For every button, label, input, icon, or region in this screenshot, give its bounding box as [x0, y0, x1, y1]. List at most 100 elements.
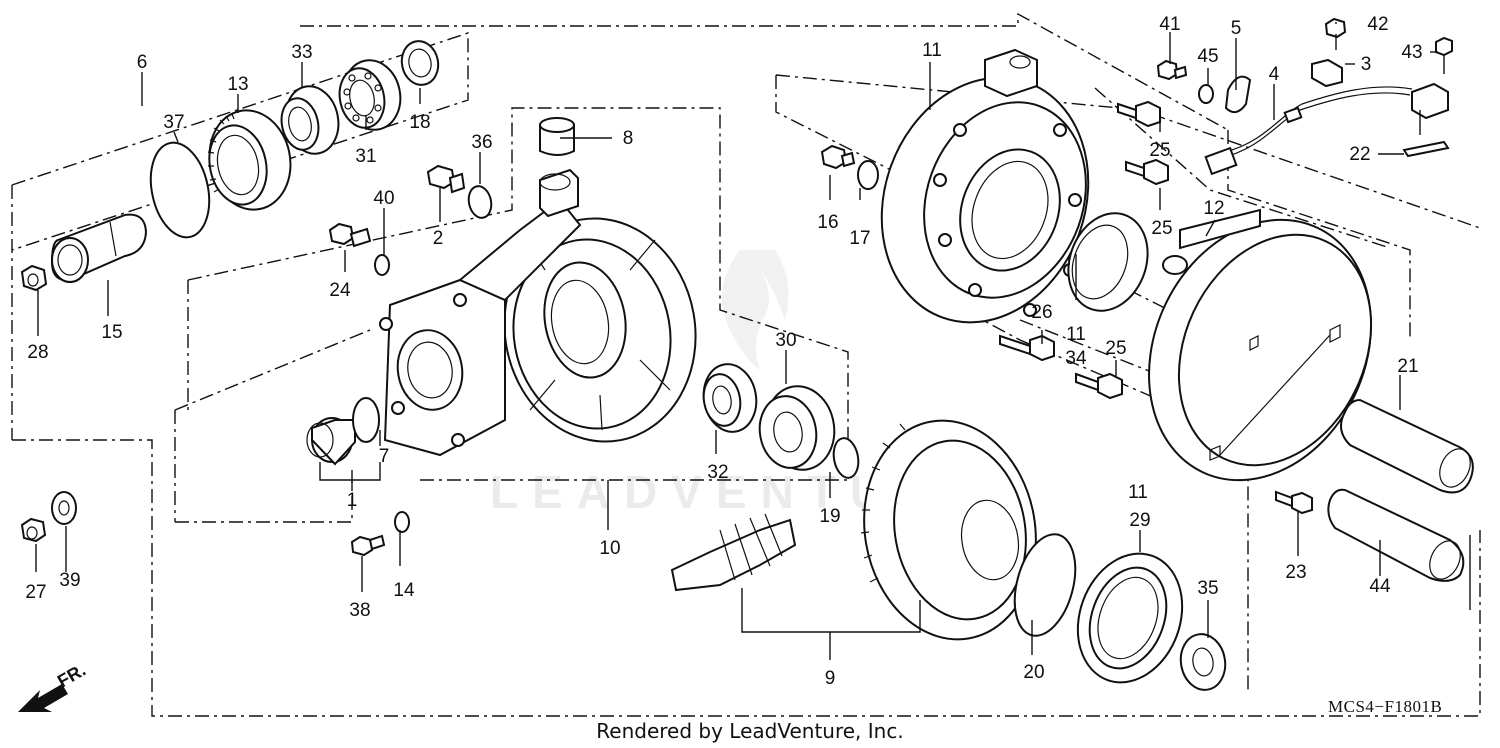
- callout-19: 19: [819, 506, 840, 527]
- callout-2: 2: [433, 228, 444, 249]
- bolt-38-icon: [350, 534, 386, 557]
- callout-21: 21: [1397, 356, 1418, 377]
- nut-28-icon: [20, 264, 48, 292]
- bolt-41-icon: [1156, 59, 1188, 81]
- cap-8-icon: [539, 117, 575, 156]
- callout-16: 16: [817, 212, 838, 233]
- callout-3: 3: [1361, 54, 1372, 75]
- callout-5: 5: [1231, 18, 1242, 39]
- final-drive-housing-10-icon: [379, 168, 697, 457]
- callout-12: 12: [1203, 198, 1224, 219]
- bolt-42-icon: [1324, 17, 1347, 50]
- callout-32: 32: [707, 462, 728, 483]
- clamp-3-icon: [1311, 58, 1343, 88]
- o-ring-37-icon: [149, 141, 211, 239]
- grip-44-icon: [1327, 488, 1465, 582]
- callout-7: 7: [379, 446, 390, 467]
- callout-39: 39: [59, 570, 80, 591]
- credit-text: Rendered by LeadVenture, Inc.: [596, 719, 903, 743]
- callout-11a: 11: [922, 40, 942, 61]
- seal-36-icon: [467, 185, 493, 219]
- callout-22: 22: [1349, 144, 1370, 165]
- bolt-2-icon: [426, 164, 466, 194]
- bearing-30-icon: [758, 385, 836, 471]
- callout-27: 27: [25, 582, 46, 603]
- callout-28: 28: [27, 342, 48, 363]
- bracket-22-icon: [1402, 140, 1450, 158]
- bolt-26-icon: [999, 334, 1055, 362]
- ring-gear-9-icon: [860, 419, 1037, 641]
- callout-38: 38: [349, 600, 370, 621]
- guard-12-icon: [1148, 208, 1373, 482]
- callout-4: 4: [1269, 64, 1280, 85]
- sensor-wire-4-icon: [1204, 86, 1413, 176]
- callout-34: 34: [1065, 348, 1087, 369]
- bearing-35-icon: [1179, 633, 1227, 691]
- bearing-32-icon: [702, 363, 758, 433]
- speed-sensor-icon: [1411, 82, 1449, 135]
- bolt-16-icon: [820, 144, 856, 170]
- callout-44: 44: [1369, 576, 1391, 597]
- needle-bearing-1-icon: [306, 417, 356, 466]
- shim-19-icon: [832, 437, 860, 479]
- washer-40-icon: [374, 254, 390, 276]
- callout-labels: 6 37 13 33 31 18 28 15 8 36 40 2 24 7 1 …: [25, 14, 1422, 689]
- callout-31: 31: [355, 146, 376, 167]
- callout-26: 26: [1031, 302, 1052, 323]
- washer-45-icon: [1198, 84, 1214, 104]
- bearing-31-icon: [338, 59, 402, 131]
- callout-30: 30: [775, 330, 796, 351]
- callout-23: 23: [1285, 562, 1306, 583]
- callout-25c: 25: [1105, 338, 1126, 359]
- callout-10: 10: [599, 538, 620, 559]
- seal-18-icon: [400, 40, 440, 86]
- lock-nut-13-icon: [207, 109, 292, 211]
- sleeve-15-icon: [50, 213, 148, 283]
- callout-1: 1: [347, 490, 358, 511]
- callout-37: 37: [163, 112, 184, 133]
- bolt-43-icon: [1435, 36, 1453, 74]
- spacer-21-icon: [1340, 398, 1474, 494]
- callout-11c: 11: [1128, 482, 1148, 503]
- callout-25b: 25: [1151, 218, 1172, 239]
- callout-40: 40: [373, 188, 394, 209]
- callout-6: 6: [137, 52, 148, 73]
- callout-8: 8: [623, 128, 634, 149]
- front-direction-indicator: FR.: [18, 660, 89, 712]
- callout-24: 24: [329, 280, 351, 301]
- washer-39-icon: [51, 491, 77, 525]
- leader-lines: [35, 22, 1471, 660]
- callout-36: 36: [471, 132, 492, 153]
- callout-15: 15: [101, 322, 122, 343]
- final-drive-cover-11-icon: [880, 48, 1090, 324]
- callout-43: 43: [1401, 42, 1422, 63]
- callout-20: 20: [1023, 662, 1044, 683]
- callout-41: 41: [1159, 14, 1180, 35]
- callout-13: 13: [227, 74, 248, 95]
- bolt-25a-icon: [1117, 100, 1161, 128]
- clamp-5-icon: [1224, 75, 1252, 114]
- bearing-33-icon: [280, 85, 340, 155]
- part-drawings: [20, 17, 1474, 691]
- watermark-flame-icon: [722, 250, 789, 370]
- washer-17-icon: [857, 160, 879, 190]
- callout-33: 33: [291, 42, 312, 63]
- callout-11b: 11: [1066, 324, 1086, 345]
- callout-25a: 25: [1149, 140, 1170, 161]
- callout-29: 29: [1129, 510, 1150, 531]
- front-arrow-icon: [18, 684, 68, 712]
- nut-27-icon: [20, 517, 47, 543]
- bearing-29-icon: [1076, 552, 1184, 684]
- callout-18: 18: [409, 112, 430, 133]
- pinion-gear-9-icon: [670, 513, 797, 592]
- oil-seal-11-icon: [1067, 212, 1149, 312]
- circlip-7-icon: [352, 397, 380, 443]
- washer-14-icon: [394, 511, 410, 533]
- callout-42: 42: [1367, 14, 1388, 35]
- bolt-25b-icon: [1125, 158, 1169, 186]
- callout-45: 45: [1197, 46, 1218, 67]
- bolt-24-icon: [328, 222, 372, 248]
- callout-9: 9: [825, 668, 836, 689]
- bolt-23-icon: [1275, 490, 1313, 515]
